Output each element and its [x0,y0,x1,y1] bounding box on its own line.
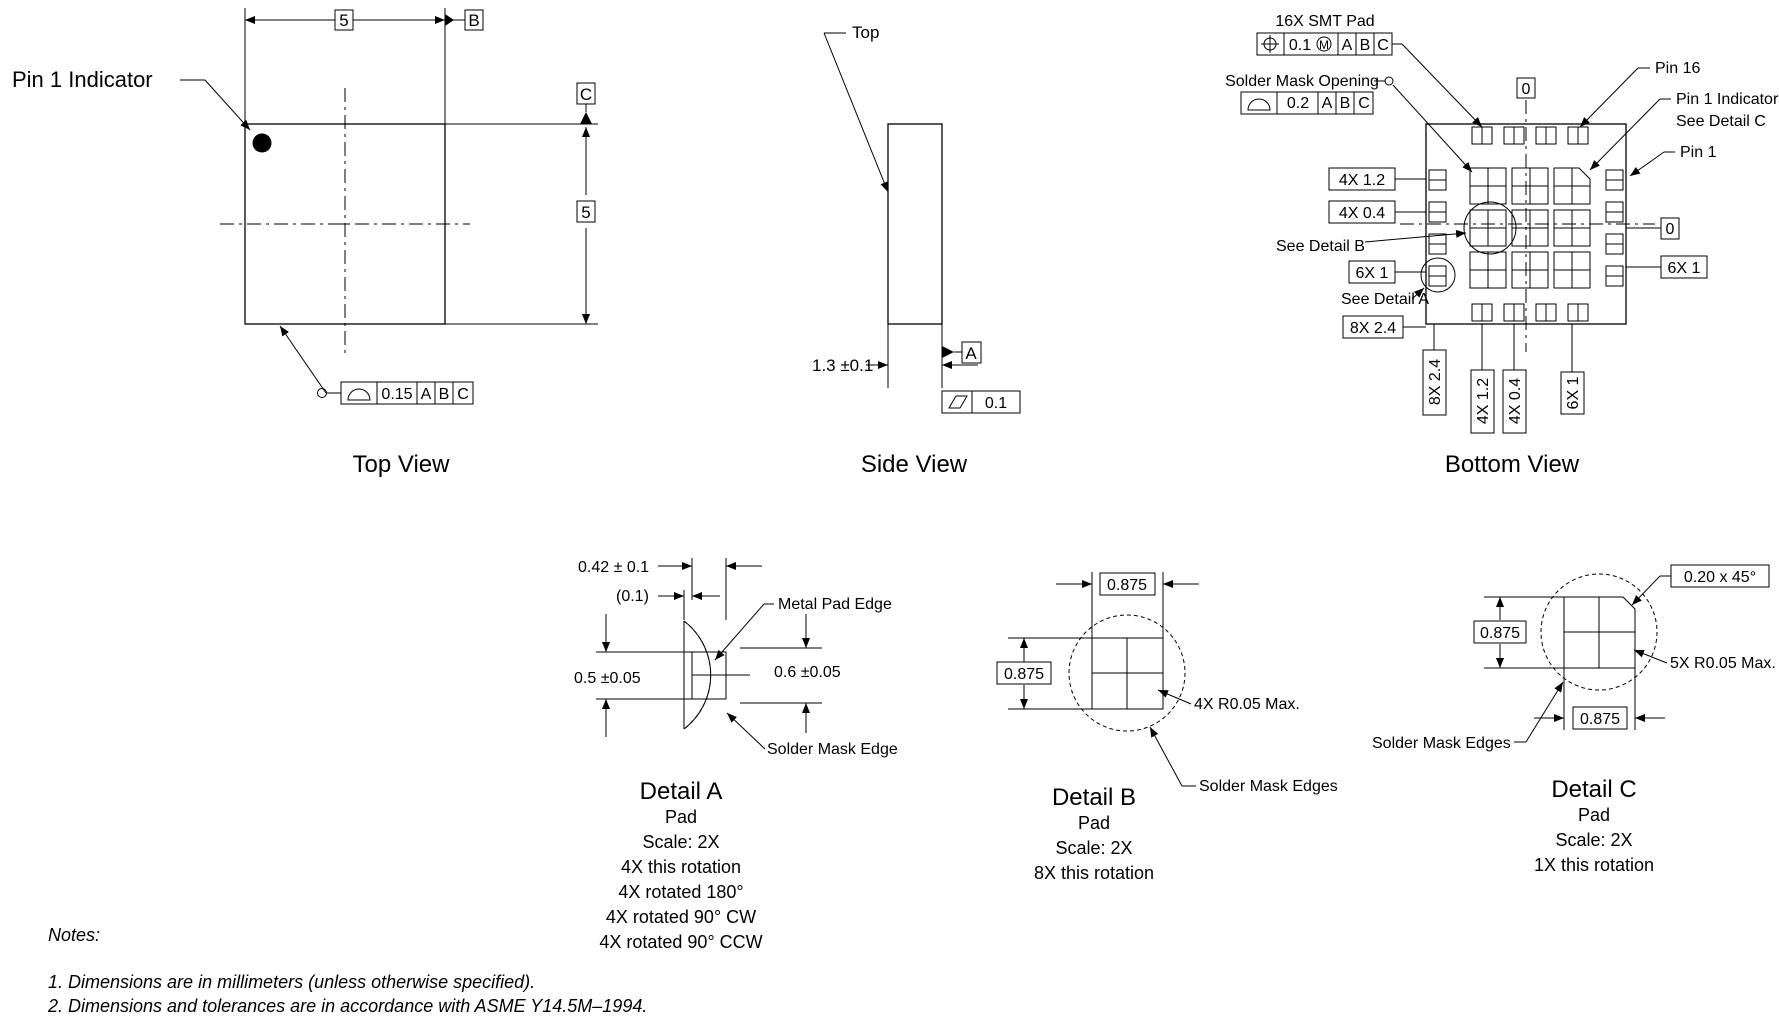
datum-c: C [580,85,592,104]
thickness-dim: 1.3 ±0.1 [812,356,873,375]
mmc-letter: M [1319,38,1329,52]
detail-a-line-3: 4X this rotation [621,857,741,877]
dim-6x-1-left: 6X 1 [1356,265,1389,282]
detail-b-line-2: Scale: 2X [1055,838,1132,858]
surface-profile-icon [347,388,371,401]
detail-b-line-1: Pad [1078,813,1110,833]
mask-profile-icon [1247,98,1271,111]
mmc-symbol [1316,36,1332,52]
detail-c-title: Detail C [1551,776,1636,803]
smt-fcf-c: C [1377,37,1389,54]
detail-c-line-3: 1X this rotation [1534,855,1654,875]
smt-pad-label: 16X SMT Pad [1275,13,1374,30]
flatness-tolerance: 0.1 [985,395,1007,412]
detail-c-mask-edges: Solder Mask Edges [1372,735,1511,752]
detail-c-radius: 5X R0.05 Max. [1670,655,1776,672]
mask-fcf-b: B [1340,95,1351,112]
v-dim-4x-1-2: 4X 1.2 [1475,378,1492,424]
detail-a-pad-height: 0.5 ±0.05 [574,670,641,687]
width-dim-5: 5 [339,11,348,30]
detail-a-line-2: Scale: 2X [642,832,719,852]
top-view: Pin 1 Indicator 5 B 5 C [12,8,598,478]
perimeter-pads [1428,126,1624,322]
fcf-datum-b: B [439,386,450,403]
v-dim-4x-0-4: 4X 0.4 [1507,378,1524,424]
center-pads [1469,167,1591,289]
note-1: 1. Dimensions are in millimeters (unless… [48,972,535,992]
pin1-indicator-bottom-label: Pin 1 Indicator [1676,91,1779,108]
bottom-view: 16X SMT Pad 0.1 M A B C Solder Mask Open… [1225,13,1779,478]
datum-a: A [965,344,977,363]
see-detail-c-label: See Detail C [1676,113,1766,130]
detail-a-width: 0.42 ± 0.1 [578,559,649,576]
package-outline-side [887,123,943,325]
detail-b-width: 0.875 [1107,577,1147,594]
detail-b-radius: 4X R0.05 Max. [1194,696,1300,713]
top-label: Top [852,23,879,42]
pin1-label: Pin 1 [1680,144,1717,161]
see-detail-b-label: See Detail B [1276,238,1365,255]
detail-c: 0.20 x 45° 0.875 0.875 5X R0.05 Max. Sol… [1372,564,1776,875]
mask-fcf-c: C [1358,95,1370,112]
v-dim-6x-1: 6X 1 [1565,376,1582,409]
pin1-dot [252,133,272,153]
detail-b-line-3: 8X this rotation [1034,863,1154,883]
detail-c-line-2: Scale: 2X [1555,830,1632,850]
position-tolerance: 0.1 [1289,37,1311,54]
detail-a: 0.42 ± 0.1 (0.1) 0.5 ±0.05 0.6 ±0.05 Met… [574,558,898,952]
detail-a-title: Detail A [640,778,723,805]
notes-heading: Notes: [48,925,100,945]
detail-b: 0.875 0.875 4X R0.05 Max. Solder Mask Ed… [996,572,1338,883]
detail-a-line-5: 4X rotated 90° CW [606,907,756,927]
detail-a-callout-circle [1420,257,1456,293]
side-view-caption: Side View [861,451,968,478]
detail-b-mask-edges: Solder Mask Edges [1199,778,1338,795]
basic-zero-right: 0 [1666,221,1675,238]
dim-4x-0-4: 4X 0.4 [1339,205,1385,222]
detail-c-line-1: Pad [1578,805,1610,825]
detail-c-height: 0.875 [1480,625,1520,642]
see-detail-a-label: See Detail A [1341,291,1429,308]
dim-4x-1-2: 4X 1.2 [1339,172,1385,189]
flatness-icon [948,395,968,409]
basic-zero-top: 0 [1522,81,1531,98]
mask-tolerance: 0.2 [1287,95,1309,112]
mask-fcf-a: A [1322,95,1333,112]
detail-a-line-6: 4X rotated 90° CCW [599,932,762,952]
pin16-label: Pin 16 [1655,60,1700,77]
fcf-datum-c: C [457,386,469,403]
datum-b: B [468,11,479,30]
note-2: 2. Dimensions and tolerances are in acco… [47,996,647,1016]
smt-fcf-a: A [1342,37,1353,54]
height-dim-5: 5 [581,203,590,222]
dim-8x-2-4: 8X 2.4 [1350,320,1396,337]
detail-a-line-4: 4X rotated 180° [618,882,743,902]
detail-a-line-1: Pad [665,807,697,827]
dim-6x-1-right: 6X 1 [1668,260,1701,277]
side-view: Top 1.3 ±0.1 A 0.1 Side View [812,23,1021,478]
v-dim-8x-2-4: 8X 2.4 [1427,359,1444,405]
top-view-caption: Top View [353,451,451,478]
smt-fcf-b: B [1360,37,1371,54]
detail-c-chamfer: 0.20 x 45° [1684,569,1756,586]
detail-b-height: 0.875 [1004,666,1044,683]
solder-mask-edge-label: Solder Mask Edge [767,741,898,758]
detail-b-title: Detail B [1052,784,1136,811]
fcf-datum-a: A [421,386,432,403]
detail-b-callout-circle [1463,201,1517,255]
bottom-view-caption: Bottom View [1445,451,1580,478]
solder-mask-opening-label: Solder Mask Opening [1225,73,1379,90]
notes: Notes: 1. Dimensions are in millimeters … [47,925,647,1016]
detail-a-mask-height: 0.6 ±0.05 [774,664,841,681]
metal-pad-edge-label: Metal Pad Edge [778,596,892,613]
profile-tolerance: 0.15 [381,386,412,403]
detail-c-width: 0.875 [1580,711,1620,728]
pin1-indicator-label: Pin 1 Indicator [12,67,153,92]
detail-a-offset: (0.1) [616,588,649,605]
